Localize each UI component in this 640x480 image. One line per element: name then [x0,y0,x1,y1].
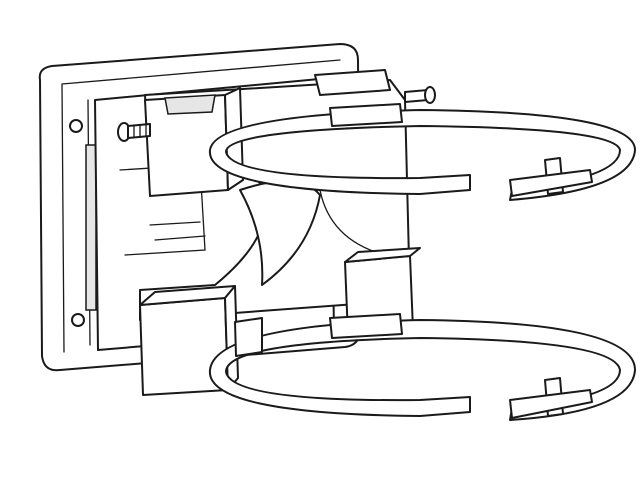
screw-hole-top [69,119,83,133]
screw-hole-bottom [71,313,85,327]
side-slot [85,144,97,311]
top-strap [208,103,636,201]
screw-right [404,86,436,104]
screw-left [117,122,151,142]
top-clamp-block [144,69,391,197]
bottom-strap [208,313,636,421]
